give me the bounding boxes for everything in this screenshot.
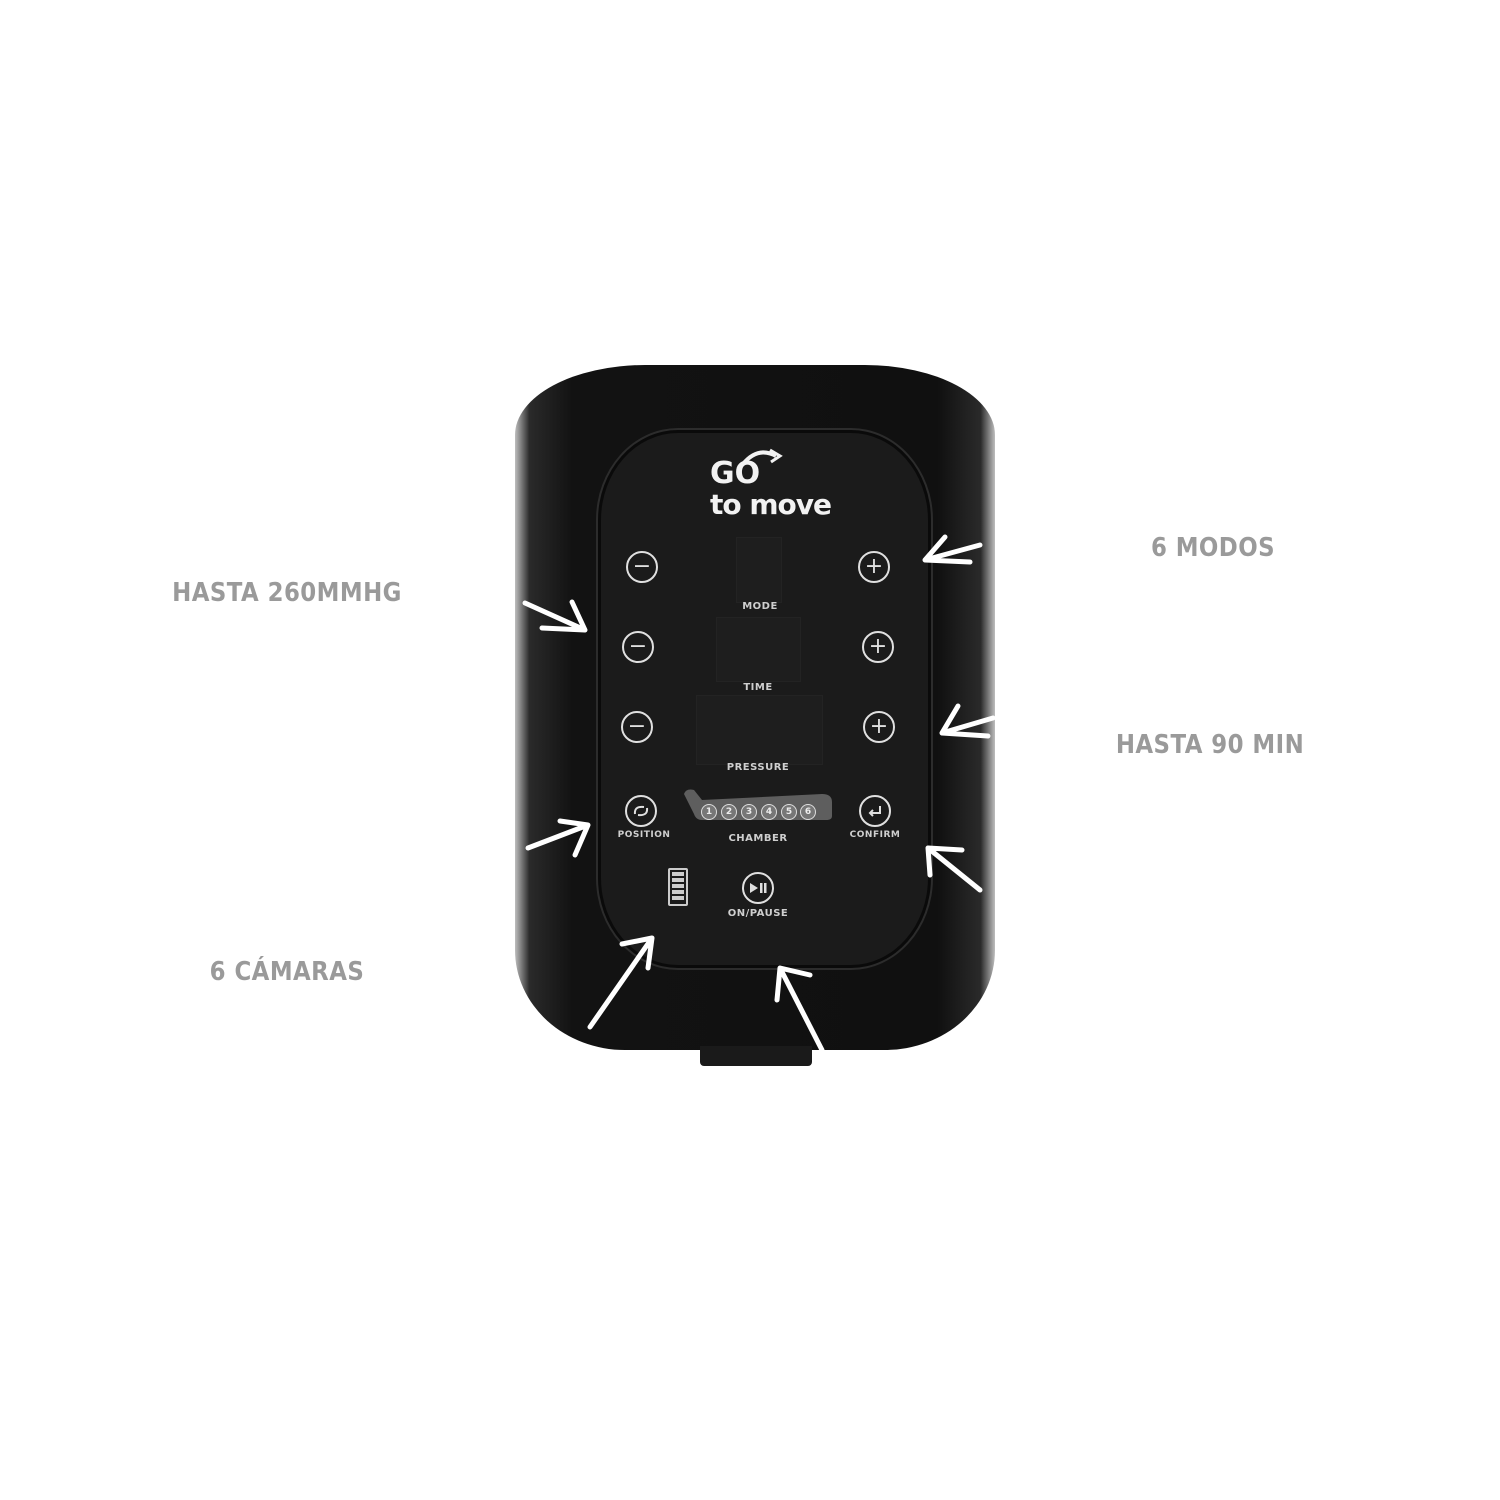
- mode-display: [736, 537, 782, 603]
- logo-tomove: to move: [710, 488, 832, 521]
- chamber-4: 4: [761, 804, 777, 820]
- chamber-3: 3: [741, 804, 757, 820]
- logo-arrow-icon: [741, 448, 783, 466]
- arrow-icon: [587, 935, 655, 1030]
- chamber-label: CHAMBER: [728, 833, 788, 844]
- pressure-label: PRESSURE: [726, 762, 790, 773]
- chamber-6: 6: [800, 804, 816, 820]
- arrow-icon: [922, 534, 983, 565]
- battery-icon: [668, 868, 688, 906]
- arrow-icon: [939, 703, 996, 739]
- pressure-minus-button[interactable]: −: [621, 711, 653, 743]
- rotate-icon: [633, 805, 649, 817]
- time-display: [716, 617, 801, 682]
- mode-plus-button[interactable]: +: [858, 551, 890, 583]
- time-minus-button[interactable]: −: [622, 631, 654, 663]
- play-pause-icon: [750, 883, 767, 893]
- chamber-indicator: 1 2 3 4 5 6: [682, 788, 834, 822]
- pressure-display: [696, 695, 823, 765]
- enter-icon: [868, 806, 881, 817]
- callout-modes: 6 MODOS: [1150, 533, 1276, 563]
- position-button[interactable]: [625, 795, 657, 827]
- time-plus-button[interactable]: +: [862, 631, 894, 663]
- mode-minus-button[interactable]: −: [626, 551, 658, 583]
- mode-label: MODE: [742, 601, 778, 612]
- logo-go: GO: [710, 456, 761, 491]
- position-label: POSITION: [617, 830, 671, 840]
- callout-time: HASTA 90 MIN: [1115, 730, 1305, 760]
- pressure-plus-button[interactable]: +: [863, 711, 895, 743]
- chamber-2: 2: [721, 804, 737, 820]
- on-pause-label: ON/PAUSE: [727, 908, 789, 919]
- arrow-icon: [522, 599, 588, 633]
- arrow-icon: [925, 845, 983, 893]
- chamber-1: 1: [701, 804, 717, 820]
- confirm-label: CONFIRM: [849, 830, 901, 840]
- arrow-icon: [774, 965, 825, 1053]
- callout-chambers: 6 CÁMARAS: [209, 957, 365, 987]
- chamber-5: 5: [781, 804, 797, 820]
- time-label: TIME: [743, 682, 773, 693]
- callout-pressure: HASTA 260MMHG: [172, 578, 402, 608]
- confirm-button[interactable]: [859, 795, 891, 827]
- arrow-icon: [525, 818, 591, 858]
- on-pause-button[interactable]: [742, 872, 774, 904]
- controller-connector: [700, 1046, 812, 1066]
